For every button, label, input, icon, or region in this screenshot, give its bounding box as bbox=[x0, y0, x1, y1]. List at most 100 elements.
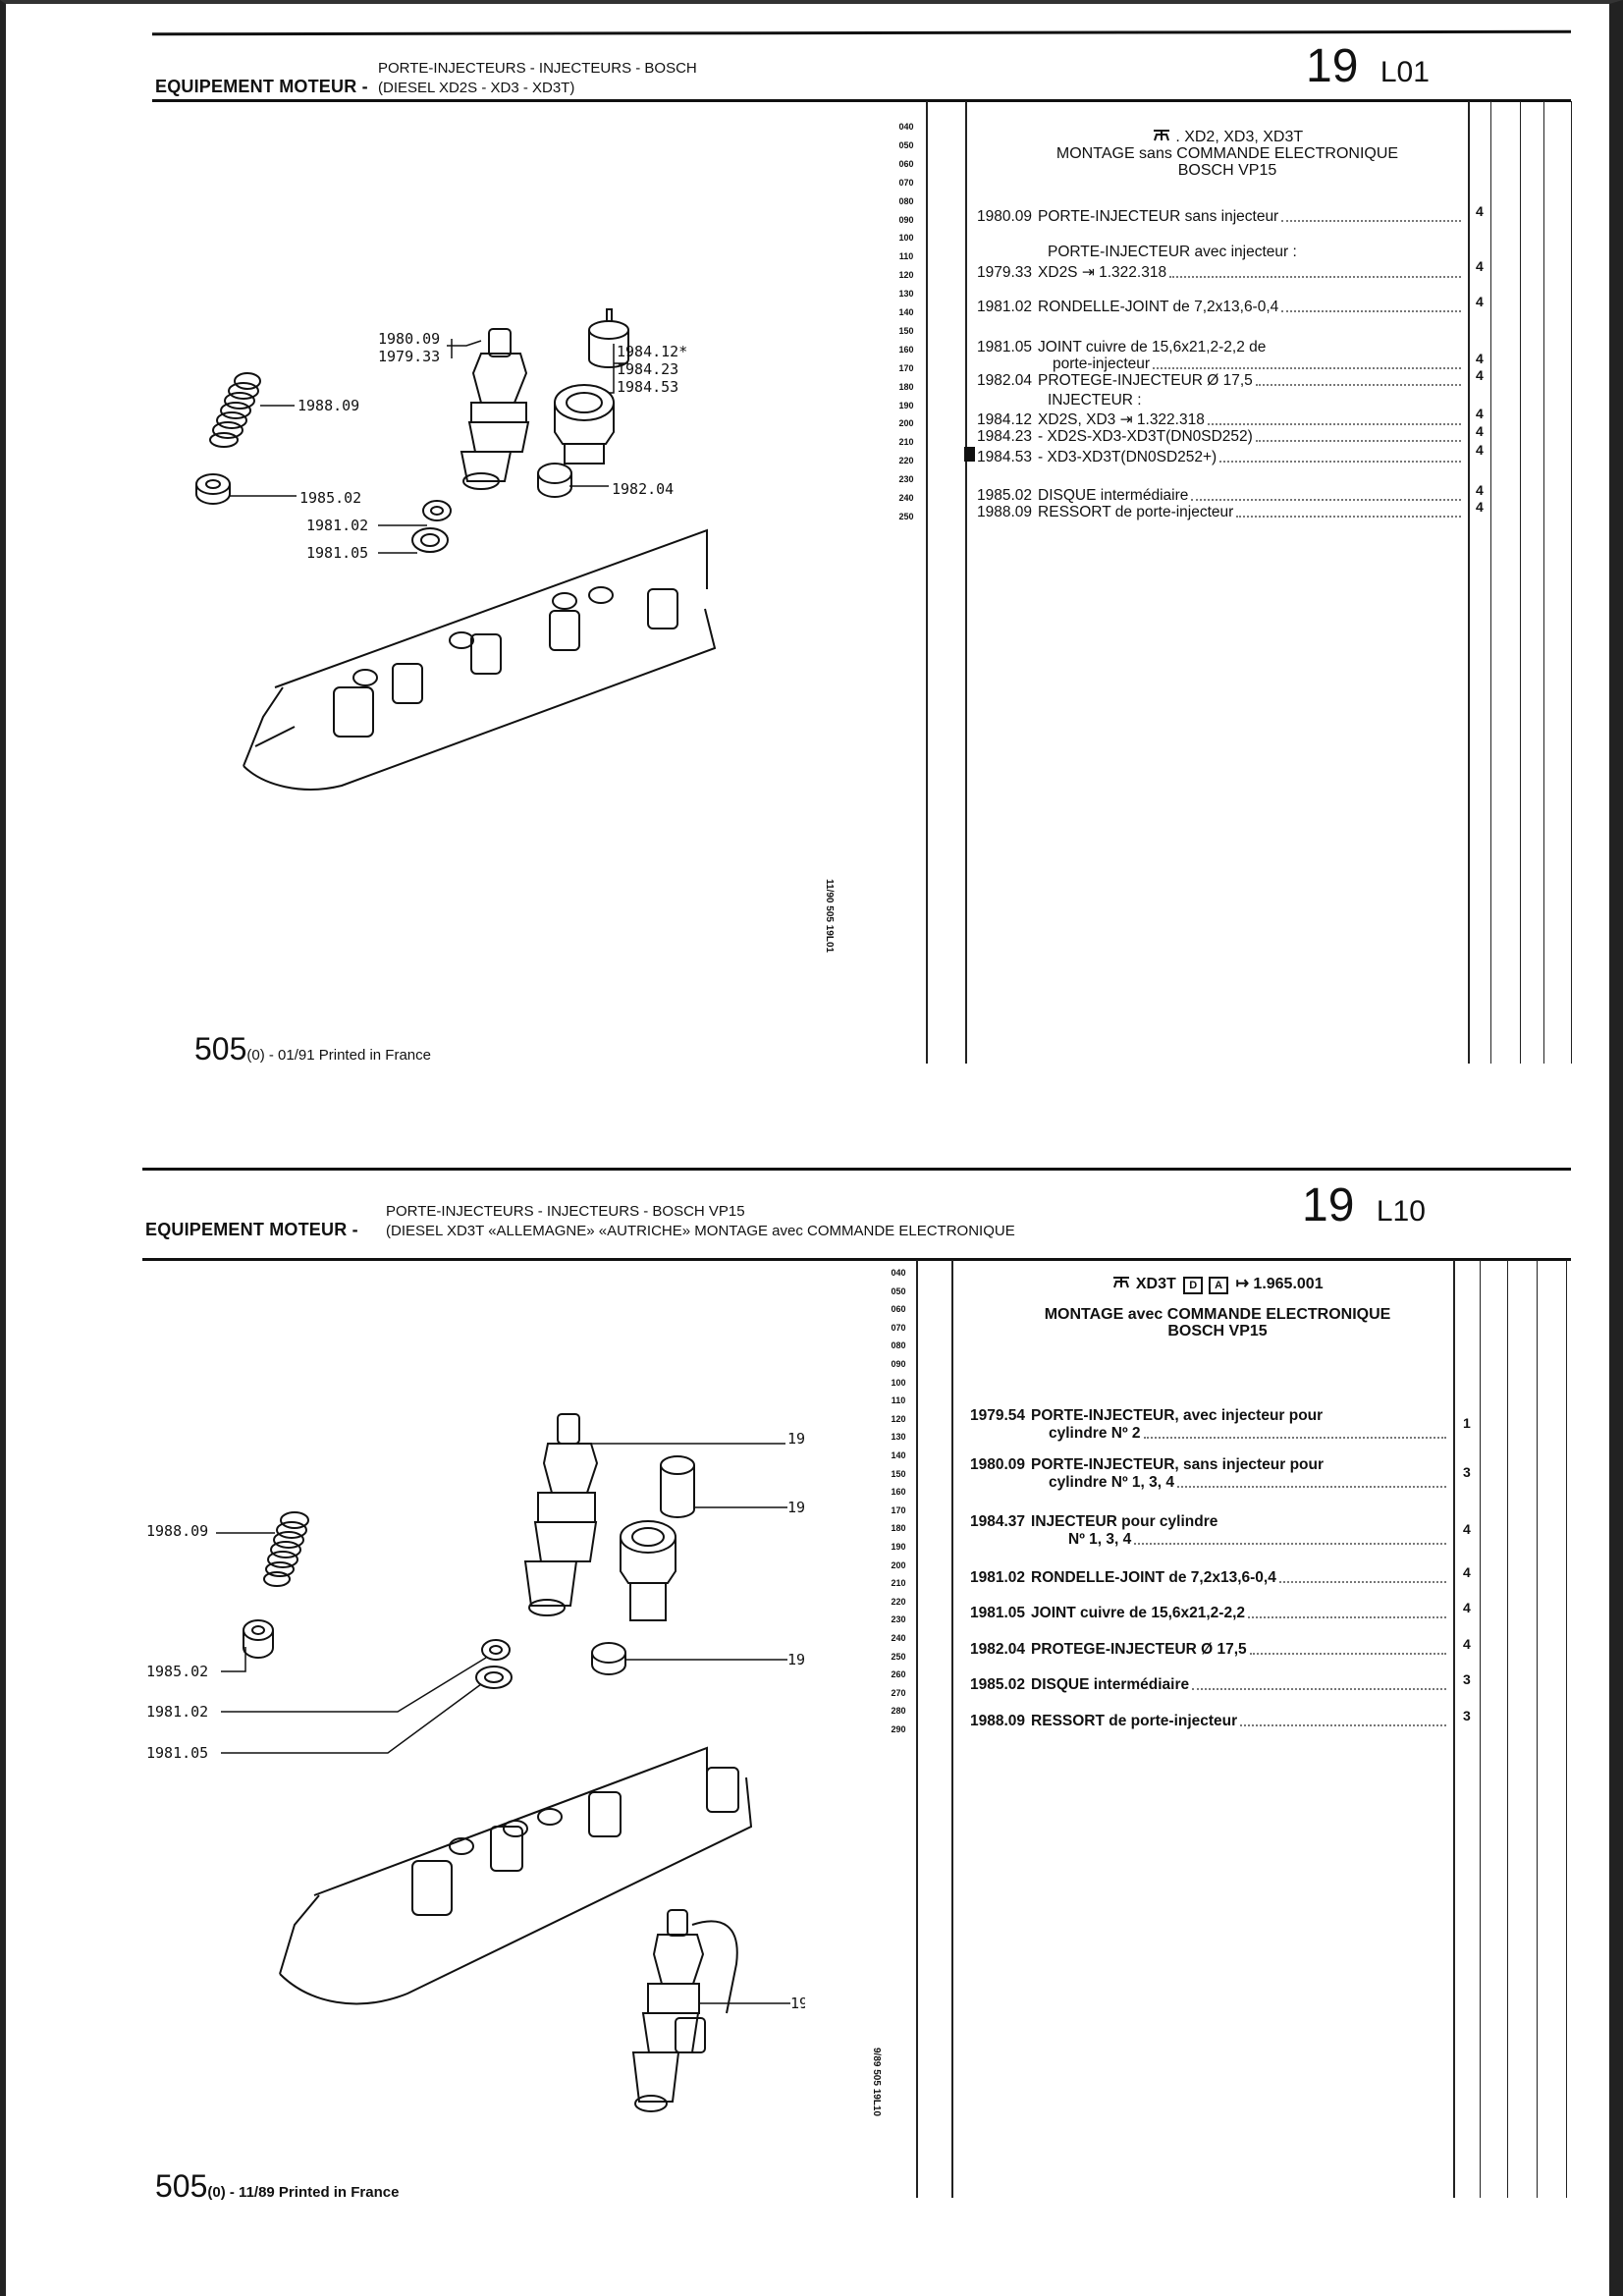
dot-leader bbox=[1281, 309, 1461, 312]
exploded-parts-diagram: 1980.09 1979.33 1988.09 1985.02 1981.02 … bbox=[195, 308, 717, 791]
part-quantity: 4 bbox=[1463, 1600, 1471, 1615]
part-label: 1981.02 bbox=[146, 1703, 208, 1721]
footer-model: 505 bbox=[194, 1031, 247, 1066]
application-pump: BOSCH VP15 bbox=[1177, 162, 1277, 179]
protector-part bbox=[537, 463, 572, 498]
line-index: 050 bbox=[898, 139, 914, 150]
part-quantity: 4 bbox=[1476, 423, 1484, 439]
leader-lines bbox=[230, 339, 628, 554]
line-index: 070 bbox=[891, 1322, 906, 1333]
spring-part bbox=[209, 372, 261, 448]
line-index: 060 bbox=[898, 158, 914, 169]
line-index: 200 bbox=[898, 418, 914, 429]
part-description-continued: Nº 1, 3, 4 bbox=[1068, 1531, 1132, 1548]
part-quantity: 4 bbox=[1476, 294, 1484, 309]
line-index: 200 bbox=[891, 1559, 906, 1570]
line-index: 290 bbox=[891, 1724, 906, 1734]
part-row: PORTE-INJECTEUR avec injecteur : bbox=[1048, 244, 1461, 261]
cylinder-head-part bbox=[243, 528, 717, 791]
part-number: 1984.12 bbox=[977, 411, 1033, 428]
column-divider bbox=[1566, 1260, 1567, 2198]
header-top-rule bbox=[142, 1168, 1571, 1171]
line-index: 140 bbox=[891, 1450, 906, 1460]
part-row: INJECTEUR : bbox=[1048, 392, 1461, 410]
column-divider bbox=[1507, 1260, 1508, 2198]
column-divider bbox=[1490, 101, 1491, 1064]
line-index: 150 bbox=[898, 325, 914, 336]
line-index: 220 bbox=[898, 456, 914, 466]
line-index: 270 bbox=[891, 1687, 906, 1698]
part-label: 1985.02 bbox=[299, 489, 361, 507]
part-description: DISQUE intermédiaire bbox=[1038, 487, 1189, 504]
part-quantity: 4 bbox=[1476, 442, 1484, 458]
part-description: INJECTEUR pour cylindre bbox=[1031, 1513, 1218, 1530]
dot-leader bbox=[1249, 1652, 1446, 1655]
header-subtitle: PORTE-INJECTEURS - INJECTEURS - BOSCH VP… bbox=[386, 1202, 1015, 1241]
part-number: 1980.09 bbox=[977, 208, 1033, 225]
part-label: 1980.09 bbox=[787, 1430, 805, 1448]
page-code: L01 bbox=[1380, 56, 1430, 88]
part-quantity: 4 bbox=[1463, 1636, 1471, 1652]
part-description: PORTE-INJECTEUR, sans injecteur pour bbox=[1031, 1456, 1325, 1473]
part-label: 1979.54 bbox=[790, 1995, 805, 2012]
group-number: 19 bbox=[1302, 1179, 1355, 1231]
line-index: 250 bbox=[891, 1651, 906, 1662]
cylinder-head-part bbox=[279, 1746, 753, 2005]
header-category: EQUIPEMENT MOTEUR - bbox=[145, 1220, 358, 1239]
line-index: 280 bbox=[891, 1706, 906, 1717]
header-subtitle: PORTE-INJECTEURS - INJECTEURS - BOSCH (D… bbox=[378, 59, 697, 98]
part-quantity: 4 bbox=[1476, 406, 1484, 421]
diagram-labels: 1980.09 1984.37 1988.09 1985.02 1981.02 … bbox=[146, 1430, 805, 2012]
dot-leader bbox=[1207, 422, 1461, 425]
dot-leader bbox=[1240, 1723, 1446, 1726]
line-index: 220 bbox=[891, 1596, 906, 1607]
part-number: 1988.09 bbox=[970, 1713, 1026, 1729]
part-label: 1988.09 bbox=[146, 1522, 208, 1540]
changed-marker bbox=[964, 447, 975, 462]
dot-leader bbox=[1255, 383, 1461, 386]
line-index: 210 bbox=[898, 437, 914, 448]
washer-part bbox=[475, 1639, 513, 1689]
part-quantity: 3 bbox=[1463, 1671, 1471, 1687]
header-subtitle-line1: PORTE-INJECTEURS - INJECTEURS - BOSCH bbox=[378, 60, 697, 77]
part-description: porte-injecteur bbox=[1053, 355, 1151, 372]
part-label: 1981.05 bbox=[146, 1744, 208, 1762]
part-number: 1982.04 bbox=[977, 372, 1033, 389]
line-index: 050 bbox=[891, 1285, 906, 1296]
disc-part bbox=[195, 473, 231, 505]
nozzle-part bbox=[660, 1455, 695, 1518]
part-row: 1984.23- XD2S-XD3-XD3T(DN0SD252) bbox=[977, 428, 1461, 446]
dot-leader bbox=[1248, 1615, 1446, 1618]
part-number: 1981.05 bbox=[970, 1605, 1026, 1621]
column-divider bbox=[1468, 101, 1470, 1064]
part-description: XD2S ⇥ 1.322.318 bbox=[1038, 264, 1167, 281]
line-index: 170 bbox=[898, 362, 914, 373]
line-index: 100 bbox=[898, 233, 914, 244]
line-index: 120 bbox=[891, 1413, 906, 1424]
exploded-parts-diagram: 1980.09 1984.37 1988.09 1985.02 1981.02 … bbox=[146, 1413, 805, 2112]
footer-print-info: (0) - 01/91 Printed in France bbox=[246, 1047, 431, 1064]
line-index: 040 bbox=[898, 122, 914, 132]
line-index: 160 bbox=[891, 1487, 906, 1498]
part-row-continued: Nº 1, 3, 4 bbox=[1068, 1531, 1446, 1549]
dot-leader bbox=[1177, 1485, 1446, 1488]
part-label: 1979.33 bbox=[378, 348, 440, 365]
part-label: 1982.04 bbox=[787, 1651, 805, 1668]
injector-holder-part bbox=[460, 328, 530, 490]
line-index: 090 bbox=[891, 1359, 906, 1369]
column-divider bbox=[916, 1260, 918, 2198]
page-footer: 505(0) - 01/91 Printed in France bbox=[194, 1031, 431, 1067]
line-index: 130 bbox=[898, 289, 914, 300]
part-number: 1981.02 bbox=[970, 1569, 1026, 1586]
line-index: 230 bbox=[891, 1614, 906, 1625]
part-number: 1979.33 bbox=[977, 264, 1033, 281]
part-row-continued: cylindre Nº 1, 3, 4 bbox=[1049, 1474, 1446, 1492]
line-index: 160 bbox=[898, 344, 914, 355]
part-label: 1981.02 bbox=[306, 517, 368, 534]
